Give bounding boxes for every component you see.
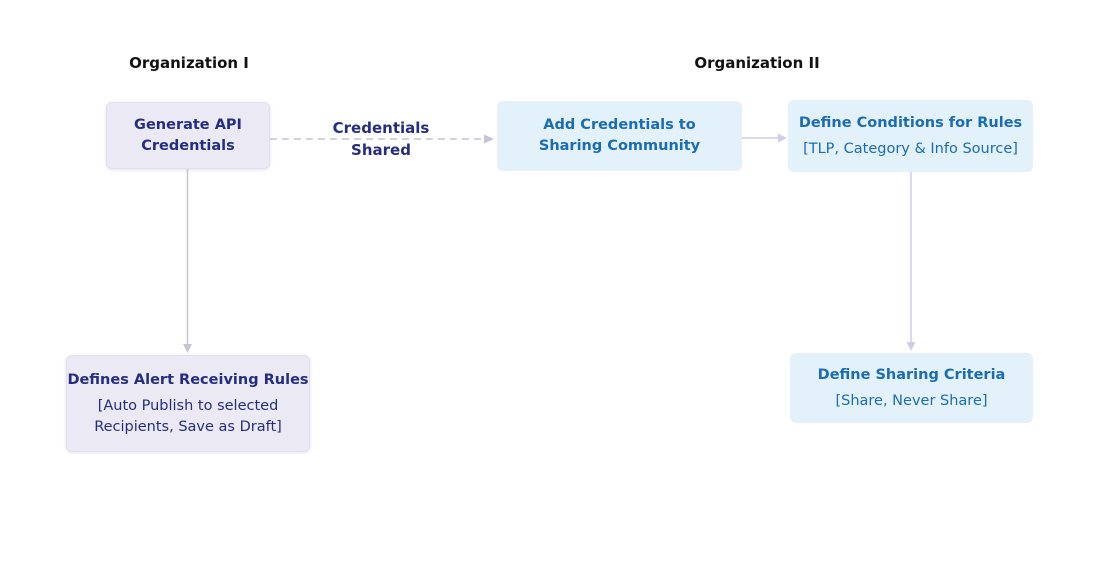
node-title: Generate API Credentials (134, 116, 242, 154)
node-define-conditions-for-rules: Define Conditions for Rules [TLP, Catego… (788, 100, 1033, 172)
node-title: Define Conditions for Rules (798, 114, 1023, 131)
edge-label-credentials-shared: Credentials Shared (332, 119, 430, 159)
arrowhead-right-icon (778, 133, 787, 143)
node-defines-alert-receiving-rules: Defines Alert Receiving Rules [Auto Publ… (66, 355, 310, 452)
node-title: Defines Alert Receiving Rules (67, 371, 309, 388)
node-title: Add Credentials to Sharing Community (538, 117, 701, 154)
org1-heading: Organization I (129, 54, 249, 72)
arrowhead-down-icon (906, 342, 916, 351)
node-subtitle: [Auto Publish to selected Recipients, Sa… (94, 397, 282, 435)
org2-heading: Organization II (694, 54, 820, 72)
node-generate-api-credentials: Generate API Credentials (106, 102, 270, 169)
node-subtitle: [TLP, Category & Info Source] (803, 140, 1018, 157)
arrowhead-right-icon (484, 134, 494, 144)
node-subtitle: [Share, Never Share] (835, 392, 988, 409)
node-define-sharing-criteria: Define Sharing Criteria [Share, Never Sh… (790, 353, 1033, 423)
arrowhead-down-icon (183, 344, 192, 353)
node-add-credentials-to-sharing-community: Add Credentials to Sharing Community (497, 101, 742, 171)
node-title: Define Sharing Criteria (817, 366, 1006, 383)
